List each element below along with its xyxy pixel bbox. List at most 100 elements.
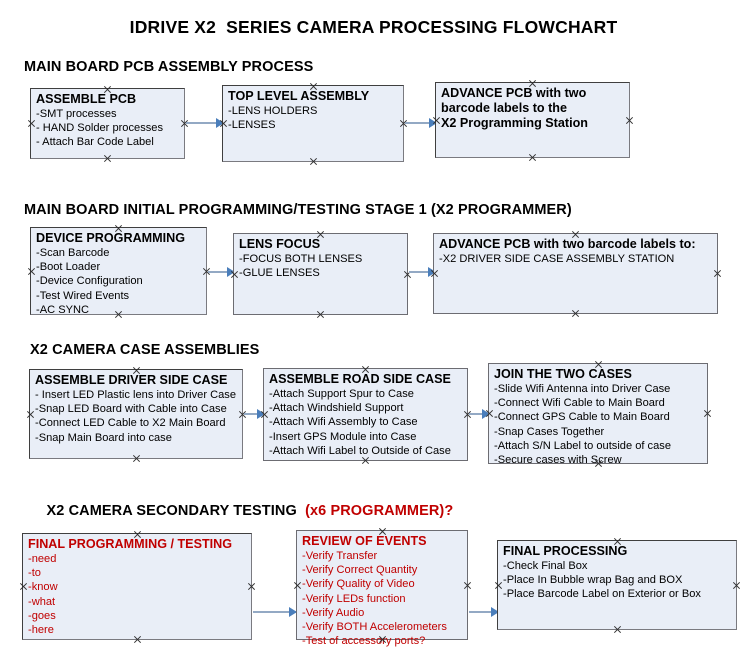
resize-handle-right[interactable] (202, 267, 211, 276)
node-line: -Snap Main Board into case (35, 431, 172, 444)
resize-handle-right[interactable] (180, 119, 189, 128)
resize-handle-bottom[interactable] (571, 309, 580, 318)
resize-handle-left[interactable] (293, 581, 302, 590)
resize-handle-right[interactable] (399, 119, 408, 128)
node-top-level-assembly[interactable]: TOP LEVEL ASSEMBLY -LENS HOLDERS -LENSES (222, 85, 404, 162)
node-advance-pcb-driver-side-case[interactable]: ADVANCE PCB with two barcode labels to: … (433, 233, 718, 314)
node-line: -Attach Support Spur to Case (269, 388, 414, 400)
resize-handle-bottom[interactable] (613, 625, 622, 634)
resize-handle-left[interactable] (27, 267, 36, 276)
resize-handle-left[interactable] (430, 269, 439, 278)
connector-device-programming-to-lens-focus (208, 267, 235, 277)
connector-line (253, 611, 296, 613)
node-line: -goes (28, 609, 56, 622)
node-line: -what (28, 595, 56, 608)
node-title: ADVANCE PCB with two (441, 86, 587, 100)
node-line: X2 Programming Station (441, 116, 588, 130)
node-join-the-two-cases[interactable]: JOIN THE TWO CASES -Slide Wifi Antenna i… (485, 363, 708, 467)
node-final-programming-testing[interactable]: FINAL PROGRAMMING / TESTING -need -to -k… (22, 533, 252, 640)
section-heading-suffix: (x6 PROGRAMMER)? (305, 503, 454, 519)
node-line: -Place Barcode Label on Exterior or Box (503, 588, 701, 601)
resize-handle-right[interactable] (403, 270, 412, 279)
node-assemble-road-side-case[interactable]: ASSEMBLE ROAD SIDE CASE -Attach Support … (263, 368, 468, 461)
node-line: -Test Wired Events (36, 289, 130, 302)
node-line: -need (28, 553, 57, 565)
resize-handle-right[interactable] (625, 116, 634, 125)
node-line: -Verify Audio (302, 606, 365, 619)
resize-handle-right[interactable] (247, 582, 256, 591)
section-heading-x2-camera-case-assemblies: X2 CAMERA CASE ASSEMBLIES (30, 342, 260, 358)
resize-handle-bottom[interactable] (103, 154, 112, 163)
node-line: -Verify LEDs function (302, 592, 406, 605)
connector-line (186, 122, 223, 124)
node-title: LENS FOCUS (239, 237, 321, 251)
resize-handle-left[interactable] (494, 581, 503, 590)
resize-handle-right[interactable] (238, 410, 247, 419)
node-assemble-pcb[interactable]: ASSEMBLE PCB -SMT processes - HAND Solde… (30, 88, 185, 159)
node-line-overflow: -Test of accessory ports? (302, 635, 426, 648)
resize-handle-left[interactable] (26, 410, 35, 419)
resize-handle-right[interactable] (463, 410, 472, 419)
node-line: -Scan Barcode (36, 247, 110, 259)
node-title: FINAL PROCESSING (503, 544, 628, 558)
resize-handle-left[interactable] (27, 119, 36, 128)
node-review-of-events[interactable]: REVIEW OF EVENTS -Verify Transfer -Verif… (293, 530, 468, 647)
node-line: -Attach Wifi Assembly to Case (269, 416, 418, 429)
resize-handle-left[interactable] (230, 270, 239, 279)
node-lens-focus[interactable]: LENS FOCUS -FOCUS BOTH LENSES -GLUE LENS… (233, 233, 408, 315)
node-line: -Insert GPS Module into Case (269, 430, 417, 443)
node-line: -know (28, 581, 58, 594)
node-line: -Attach Windshield Support (269, 402, 404, 415)
node-assemble-driver-side-case[interactable]: ASSEMBLE DRIVER SIDE CASE - Insert LED P… (29, 369, 243, 459)
resize-handle-left[interactable] (432, 116, 441, 125)
node-line: -Device Configuration (36, 275, 143, 288)
node-line: -Connect GPS Cable to Main Board (494, 411, 670, 424)
node-line: -Attach S/N Label to outside of case (494, 439, 671, 452)
node-line: -LENSES (228, 119, 276, 132)
resize-handle-right[interactable] (713, 269, 722, 278)
resize-handle-left[interactable] (485, 409, 494, 418)
resize-handle-bottom[interactable] (132, 454, 141, 463)
node-line: -Check Final Box (503, 560, 588, 572)
node-line: barcode labels to the (441, 101, 567, 115)
node-advance-pcb-programming-station[interactable]: ADVANCE PCB with two barcode labels to t… (435, 82, 630, 158)
connector-road-side-to-join-cases (469, 409, 490, 419)
node-title: ASSEMBLE PCB (36, 92, 137, 106)
node-title: FINAL PROGRAMMING / TESTING (28, 537, 233, 551)
section-heading-x2-camera-secondary-testing: X2 CAMERA SECONDARY TESTING (x6 PROGRAMM… (30, 487, 454, 535)
page-title: IDRIVE X2 SERIES CAMERA PROCESSING FLOWC… (129, 17, 618, 37)
node-line: -X2 DRIVER SIDE CASE ASSEMBLY STATION (439, 253, 675, 265)
resize-handle-left[interactable] (260, 410, 269, 419)
resize-handle-bottom[interactable] (528, 153, 537, 162)
resize-handle-left[interactable] (19, 582, 28, 591)
node-line: - Attach Bar Code Label (36, 136, 154, 149)
node-title: REVIEW OF EVENTS (302, 534, 427, 548)
node-title: JOIN THE TWO CASES (494, 367, 632, 381)
node-title: TOP LEVEL ASSEMBLY (228, 89, 370, 103)
connector-review-of-events-to-final-processing (469, 607, 499, 617)
resize-handle-right[interactable] (463, 581, 472, 590)
connector-assemble-pcb-to-top-level-assembly (186, 118, 224, 128)
resize-handle-right[interactable] (703, 409, 712, 418)
node-line: -here (28, 624, 54, 637)
connector-driver-side-to-road-side (244, 409, 265, 419)
node-line: -Verify Transfer (302, 550, 378, 562)
resize-handle-bottom[interactable] (309, 157, 318, 166)
node-line: -to (28, 567, 41, 580)
node-line: -GLUE LENSES (239, 267, 320, 280)
node-title: ASSEMBLE ROAD SIDE CASE (269, 372, 451, 386)
node-line: -Verify Correct Quantity (302, 564, 418, 577)
node-device-programming[interactable]: DEVICE PROGRAMMING -Scan Barcode -Boot L… (27, 227, 207, 316)
node-final-processing[interactable]: FINAL PROCESSING -Check Final Box -Place… (497, 540, 737, 630)
node-line: -Verify BOTH Accelerometers (302, 621, 447, 634)
resize-handle-left[interactable] (219, 119, 228, 128)
resize-handle-bottom[interactable] (316, 310, 325, 319)
resize-handle-right[interactable] (732, 581, 741, 590)
node-line: -Slide Wifi Antenna into Driver Case (494, 383, 671, 395)
node-line: -AC SYNC (36, 303, 90, 316)
node-line: - Insert LED Plastic lens into Driver Ca… (35, 389, 236, 401)
section-heading-main-board-pcb-assembly: MAIN BOARD PCB ASSEMBLY PROCESS (24, 59, 314, 75)
node-line: -Secure cases with Screw (494, 454, 622, 467)
node-title: ADVANCE PCB with two barcode labels to: (439, 237, 696, 251)
